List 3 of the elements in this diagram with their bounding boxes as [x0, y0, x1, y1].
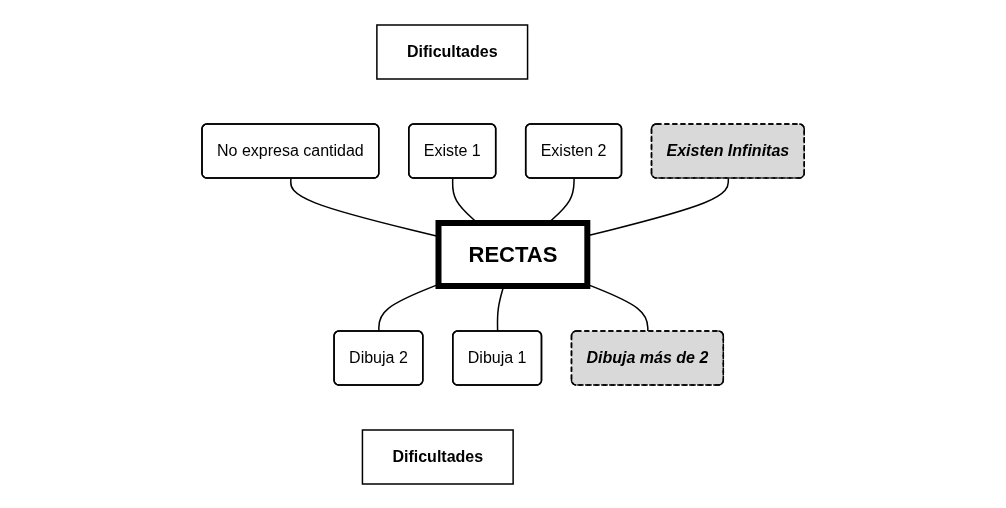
node-box: Dificultades [376, 23, 529, 80]
node-box: RECTAS [435, 219, 591, 289]
node-box: Dificultades [361, 428, 514, 485]
